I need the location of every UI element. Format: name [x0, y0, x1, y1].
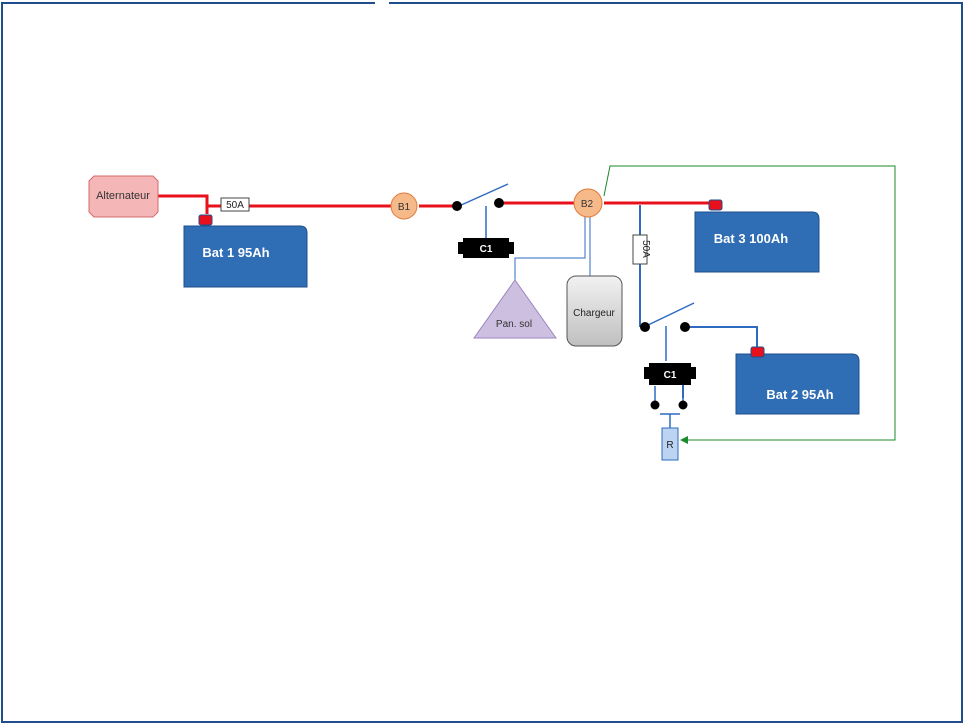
solar-panel-label: Pan. sol [496, 319, 532, 330]
control-wire [603, 165, 896, 444]
charger-label: Chargeur [573, 308, 615, 319]
battery-2-terminal [750, 346, 765, 358]
panel-charger-leads [514, 214, 591, 282]
relay-contact-a [650, 400, 660, 410]
battery-3-terminal [708, 199, 723, 211]
contactor-2-label: C1 [664, 370, 677, 381]
node-b1: B1 [390, 192, 418, 220]
solar-panel: Pan. sol [473, 279, 557, 339]
fuse-top-label: 50A [226, 200, 244, 211]
fuse-vertical: 50A [632, 234, 651, 265]
node-b1-label: B1 [398, 202, 411, 213]
relay-contact-b [678, 400, 688, 410]
battery-3: Bat 3 100Ah [694, 199, 820, 273]
contactor-1: C1 [458, 238, 514, 258]
battery-1-terminal [198, 214, 213, 226]
battery-1-label: Bat 1 95Ah [202, 245, 269, 260]
fuse-vertical-label: 50A [640, 240, 651, 258]
battery-2-label: Bat 2 95Ah [766, 387, 833, 402]
contactor-1-label: C1 [480, 244, 493, 255]
battery-3-label: Bat 3 100Ah [714, 231, 788, 246]
frame-notch [375, 0, 389, 4]
alternator: Alternateur [88, 175, 159, 218]
node-b2-label: B2 [581, 199, 594, 210]
battery-2: Bat 2 95Ah [735, 346, 860, 415]
switch-2-contact-a [640, 322, 650, 332]
switch-blades [458, 183, 695, 428]
relay-label: R [666, 440, 673, 451]
node-b2: B2 [573, 188, 603, 218]
battery-1: Bat 1 95Ah [183, 214, 308, 288]
fuse-top: 50A [220, 197, 250, 212]
switch-1-contact-a [452, 201, 462, 211]
switch-2-contact-b [680, 322, 690, 332]
relay: R [661, 427, 679, 461]
contactor-2: C1 [644, 363, 696, 385]
alternator-label: Alternateur [96, 190, 150, 202]
switch-1-contact-b [494, 198, 504, 208]
charger: Chargeur [566, 275, 623, 347]
